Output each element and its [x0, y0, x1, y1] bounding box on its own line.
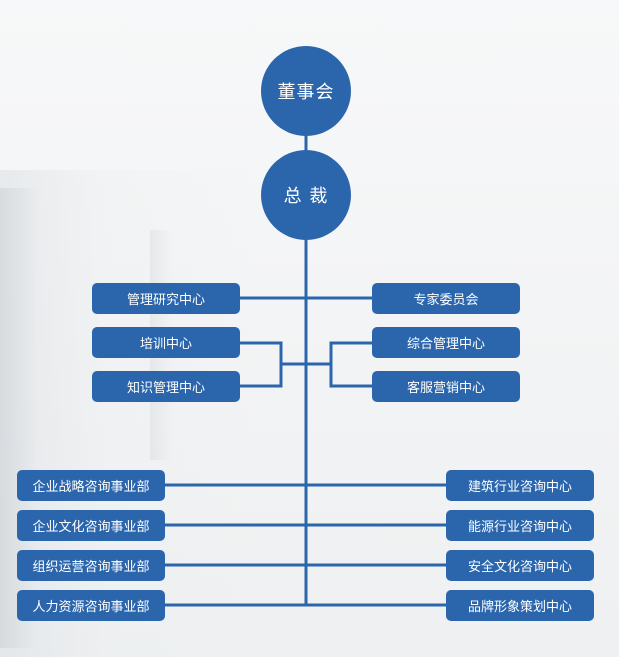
center-node-right: 专家委员会	[372, 283, 520, 314]
department-node-right: 建筑行业咨询中心	[446, 470, 594, 501]
department-node-right: 能源行业咨询中心	[446, 510, 594, 541]
department-node-left: 企业战略咨询事业部	[17, 470, 165, 501]
center-node-left: 管理研究中心	[92, 283, 240, 314]
ceo-node: 总 裁	[261, 150, 351, 240]
center-node-left: 知识管理中心	[92, 371, 240, 402]
department-node-left: 企业文化咨询事业部	[17, 510, 165, 541]
board-node: 董事会	[261, 46, 351, 136]
center-node-right: 综合管理中心	[372, 327, 520, 358]
department-node-right: 品牌形象策划中心	[446, 590, 594, 621]
center-node-left: 培训中心	[92, 327, 240, 358]
connector-bracket	[329, 341, 374, 388]
department-node-left: 组织运营咨询事业部	[17, 550, 165, 581]
department-node-left: 人力资源咨询事业部	[17, 590, 165, 621]
connector-bracket	[238, 341, 283, 388]
center-node-right: 客服营销中心	[372, 371, 520, 402]
department-node-right: 安全文化咨询中心	[446, 550, 594, 581]
